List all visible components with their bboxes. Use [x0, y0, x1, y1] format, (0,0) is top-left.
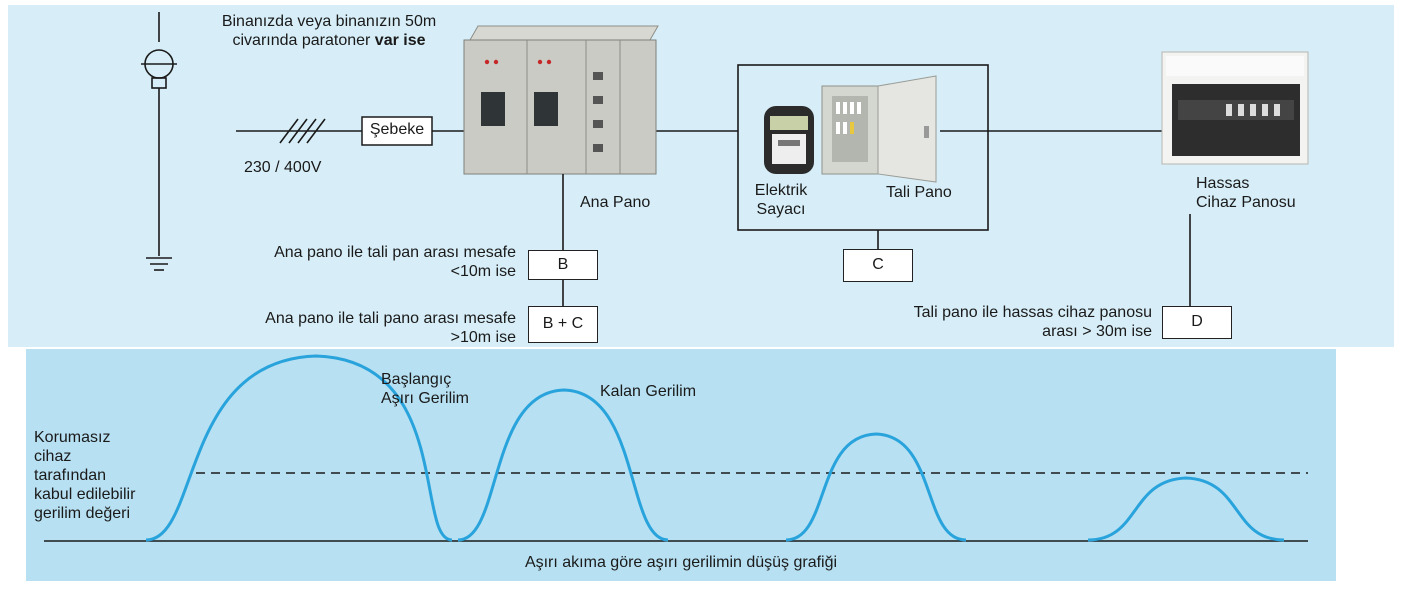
sensitive-panel-label: Hassas Cihaz Panosu	[1196, 174, 1296, 212]
meter-label: Elektrik Sayacı	[744, 181, 818, 219]
threshold-line-4: kabul edilebilir	[34, 486, 136, 503]
condition-bc-line1: Ana pano ile tali pano arası mesafe	[265, 310, 516, 327]
peak1-line1: Başlangıç	[381, 371, 452, 388]
threshold-line-3: tarafından	[34, 467, 107, 484]
surge-curve-3	[785, 432, 967, 542]
peak2-label: Kalan Gerilim	[600, 383, 697, 400]
threshold-label: Korumasız cihaz tarafından kabul edilebi…	[34, 428, 135, 523]
ground-icon	[146, 257, 172, 271]
surge-curve-4	[1087, 476, 1285, 542]
peak1-label: Başlangıç Aşırı Gerilim	[381, 370, 469, 408]
lightning-note: Binanızda veya binanızın 50m civarında p…	[196, 12, 462, 50]
condition-b-line2: <10m ise	[450, 263, 516, 280]
condition-d-text: Tali pano ile hassas cihaz panosu arası …	[800, 303, 1152, 341]
graph-caption: Aşırı akıma göre aşırı gerilimin düşüş g…	[524, 554, 838, 571]
threshold-line-5: gerilim değeri	[34, 505, 131, 522]
main-panel-icon	[463, 25, 659, 175]
surge-curve-2	[457, 388, 669, 542]
sensitive-panel-icon	[1161, 51, 1309, 165]
sensitive-panel-line2: Cihaz Panosu	[1196, 194, 1296, 211]
lightning-note-line2: civarında paratoner var ise	[196, 31, 462, 50]
threshold-line-1: Korumasız	[34, 429, 111, 446]
graph-background	[26, 349, 1336, 581]
meter-label-line1: Elektrik	[754, 182, 808, 199]
condition-b-text: Ana pano ile tali pan arası mesafe <10m …	[150, 243, 516, 281]
sub-panel-frame	[737, 64, 989, 231]
threshold-line-2: cihaz	[34, 448, 72, 465]
sub-panel-label: Tali Pano	[886, 184, 952, 201]
box-c: C	[843, 249, 913, 282]
grid-label: Şebeke	[369, 121, 425, 138]
lightning-note-bold: var ise	[374, 32, 426, 49]
lightning-note-line1: Binanızda veya binanızın 50m	[221, 13, 437, 30]
main-panel-label: Ana Pano	[580, 194, 651, 211]
condition-d-line1: Tali pano ile hassas cihaz panosu	[913, 304, 1152, 321]
box-b: B	[528, 250, 598, 280]
sensitive-panel-line1: Hassas	[1196, 175, 1250, 192]
condition-bc-text: Ana pano ile tali pano arası mesafe >10m…	[150, 309, 516, 347]
condition-b-line1: Ana pano ile tali pan arası mesafe	[274, 244, 516, 261]
condition-d-line2: arası > 30m ise	[1042, 323, 1152, 340]
meter-label-line2: Sayacı	[756, 201, 806, 218]
box-bc: B + C	[528, 306, 598, 343]
grid-box	[361, 116, 433, 146]
surge-curve-1	[145, 354, 453, 542]
lightning-rod-icon	[141, 12, 177, 256]
peak1-line2: Aşırı Gerilim	[381, 390, 469, 407]
condition-bc-line2: >10m ise	[450, 329, 516, 346]
voltage-label: 230 / 400V	[244, 159, 322, 176]
electric-meter-icon	[764, 106, 814, 174]
box-d: D	[1162, 306, 1232, 339]
three-phase-icon	[279, 118, 326, 144]
lightning-note-prefix: civarında paratoner	[232, 32, 371, 49]
sub-panel-icon	[821, 75, 937, 183]
